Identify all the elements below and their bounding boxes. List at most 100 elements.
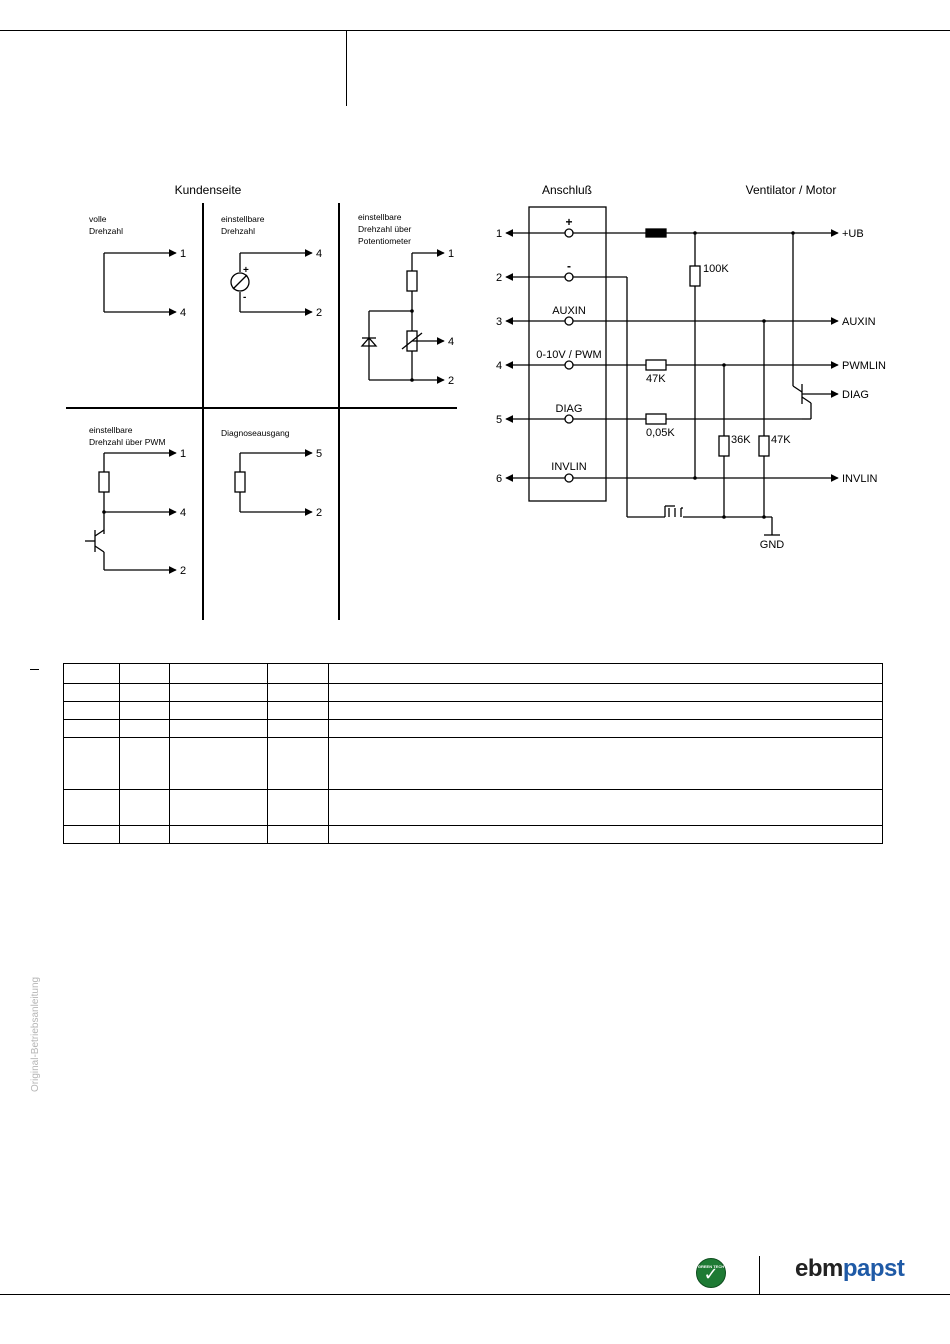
connector-pin-5-label: DIAG [556, 403, 583, 415]
pin-2-terminal-icon [564, 272, 574, 282]
table-cell [267, 701, 329, 720]
connector-pin-2-label: - [567, 259, 571, 273]
potentiometer-pin-bottom: 2 [448, 375, 454, 387]
resistor-47k-label: 47K [771, 434, 791, 446]
pwm-label-1: einstellbare [89, 425, 133, 435]
connector-pin-6-label: INVLIN [551, 461, 587, 473]
table-cell [119, 701, 170, 720]
ground-label: GND [760, 539, 785, 551]
table-row [63, 719, 883, 738]
resistor-47k-icon [758, 435, 770, 457]
table-row [63, 701, 883, 720]
footer-rule [0, 1294, 950, 1295]
cell-full-speed: volle Drehzahl 1 4 [89, 214, 186, 319]
diagnosis-output-label: Diagnoseausgang [221, 428, 290, 438]
customer-grid [66, 203, 457, 620]
table-cell [63, 737, 120, 790]
table-marker [30, 669, 39, 670]
ebmpapst-logo: ebmpapst [795, 1255, 905, 1283]
full-speed-label-2: Drehzahl [89, 226, 123, 236]
table-cell [169, 719, 268, 738]
signal-pwmlin-label: PWMLIN [842, 360, 886, 372]
signal-invlin-label: INVLIN [842, 473, 878, 485]
full-speed-pin-bottom: 4 [180, 307, 186, 319]
table-cell [169, 737, 268, 790]
table-row [63, 663, 883, 684]
signal-ub-label: +UB [842, 228, 864, 240]
table-cell [328, 701, 883, 720]
connector-pin-2-number: 2 [496, 272, 502, 284]
wiring-diagram: Kundenseite Anschluß Ventilator / Motor … [66, 183, 886, 620]
table-cell [119, 683, 170, 702]
table-row [63, 737, 883, 790]
table-row [63, 683, 883, 702]
connector-schematic: 1 2 3 4 5 6 + - AUXIN 0-10V / PWM DIAG I… [496, 206, 886, 551]
connector-box [528, 206, 607, 502]
signal-diag-label: DIAG [842, 389, 869, 401]
potentiometer-label-3: Potentiometer [358, 236, 411, 246]
resistor-36k-label: 36K [731, 434, 751, 446]
badge-text: GREEN TECH [697, 1264, 725, 1269]
table-cell [267, 789, 329, 826]
zener-diode-icon [360, 337, 378, 347]
potentiometer-pin-mid: 4 [448, 336, 454, 348]
resistor-005k-label: 0,05K [646, 427, 675, 439]
resistor-47k-pwm-icon [645, 359, 667, 371]
full-speed-pin-top: 1 [180, 248, 186, 260]
connection-heading: Anschluß [542, 183, 592, 197]
sidebar-document-label: Original-Betriebsanleitung [30, 976, 41, 1092]
pwm-resistor-icon [98, 471, 110, 493]
pwm-pin-bottom: 2 [180, 565, 186, 577]
table-cell [169, 701, 268, 720]
cell-potentiometer: einstellbare Drehzahl über Potentiometer… [358, 212, 454, 387]
specification-table [63, 663, 883, 844]
connector-pin-4-number: 4 [496, 360, 502, 372]
table-cell [63, 683, 120, 702]
connector-pin-1-label: + [565, 215, 572, 229]
table-cell [267, 663, 329, 684]
adjustable-pin-bottom: 2 [316, 307, 322, 319]
cell-adjustable-speed: einstellbare Drehzahl + - 4 2 [221, 214, 322, 319]
adjustable-minus-sign: - [243, 292, 246, 303]
potentiometer-pin-top: 1 [448, 248, 454, 260]
table-cell [63, 701, 120, 720]
connector-pin-4-label: 0-10V / PWM [536, 349, 601, 361]
pin-4-terminal-icon [564, 360, 574, 370]
resistor-100k-label: 100K [703, 263, 729, 275]
table-cell [119, 737, 170, 790]
pin-6-terminal-icon [564, 473, 574, 483]
table-cell [169, 825, 268, 844]
table-cell [328, 663, 883, 684]
connector-pin-3-number: 3 [496, 316, 502, 328]
table-cell [328, 737, 883, 790]
greentech-badge-icon: GREEN TECH ✓ [696, 1258, 726, 1288]
logo-part-2: papst [842, 1255, 905, 1282]
table-cell [169, 683, 268, 702]
table-cell [63, 789, 120, 826]
header-top-rule [0, 30, 950, 31]
table-cell [169, 663, 268, 684]
connector-pin-3-label: AUXIN [552, 305, 586, 317]
adjustable-plus-sign: + [243, 265, 249, 276]
check-icon: ✓ [703, 1264, 719, 1284]
potentiometer-resistor-icon [406, 270, 418, 292]
signal-auxin-label: AUXIN [842, 316, 876, 328]
connector-pin-1-number: 1 [496, 228, 502, 240]
pwm-label-2: Drehzahl über PWM [89, 437, 166, 447]
fuse-icon [645, 228, 667, 238]
pwm-pin-top: 1 [180, 448, 186, 460]
table-cell [119, 825, 170, 844]
full-speed-label-1: volle [89, 214, 107, 224]
table-row [63, 789, 883, 826]
table-cell [119, 663, 170, 684]
connector-pin-5-number: 5 [496, 414, 502, 426]
potentiometer-label-2: Drehzahl über [358, 224, 412, 234]
logo-part-1: ebm [795, 1255, 843, 1282]
pin-5-terminal-icon [564, 414, 574, 424]
table-cell [328, 789, 883, 826]
resistor-100k-icon [689, 265, 701, 287]
adjustable-speed-label-1: einstellbare [221, 214, 265, 224]
resistor-36k-icon [718, 435, 730, 457]
adjustable-pin-top: 4 [316, 248, 322, 260]
table-cell [267, 719, 329, 738]
